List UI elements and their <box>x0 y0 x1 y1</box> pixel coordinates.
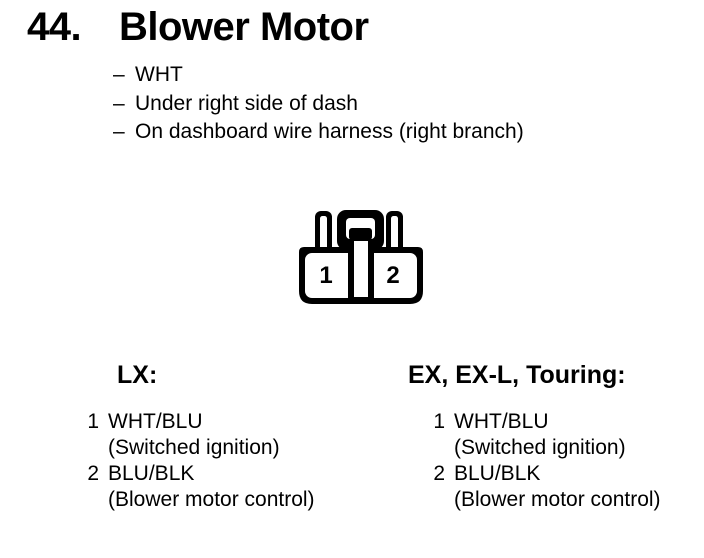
connector-diagram: 1 2 <box>299 210 423 304</box>
wire-color: WHT/BLU <box>108 410 203 433</box>
page-title: Blower Motor <box>119 5 369 49</box>
pin-row: 1 WHT/BLU (Switched ignition) <box>84 409 315 461</box>
pin-text: WHT/BLU (Switched ignition) <box>108 409 280 461</box>
pin-text: BLU/BLK (Blower motor control) <box>108 461 315 513</box>
wire-function: (Blower motor control) <box>454 488 661 511</box>
wire-color: BLU/BLK <box>108 462 195 485</box>
note-text: Under right side of dash <box>135 91 358 115</box>
pin-number: 2 <box>433 462 445 485</box>
trim-heading-ex: EX, EX-L, Touring: <box>408 361 626 389</box>
pin-1-tab <box>315 211 332 253</box>
pin-text: BLU/BLK (Blower motor control) <box>454 461 661 513</box>
note-text: On dashboard wire harness (right branch) <box>135 120 524 143</box>
wire-color: BLU/BLK <box>454 462 541 485</box>
location-notes: – WHT – Under right side of dash – On da… <box>113 61 524 147</box>
wire-function: (Switched ignition) <box>454 436 626 459</box>
trim-column-ex: 1 WHT/BLU (Switched ignition) 2 BLU/BLK … <box>430 409 661 513</box>
pin-number: 2 <box>87 462 99 485</box>
trim-column-lx: 1 WHT/BLU (Switched ignition) 2 BLU/BLK … <box>84 409 315 513</box>
pin-2-tab <box>386 211 403 253</box>
wire-color: WHT/BLU <box>454 410 549 433</box>
pin-row: 1 WHT/BLU (Switched ignition) <box>430 409 661 461</box>
dash-bullet: – <box>113 63 125 86</box>
trim-heading-lx: LX: <box>117 361 158 389</box>
wire-function: (Switched ignition) <box>108 436 280 459</box>
pin-1-label: 1 <box>319 262 332 289</box>
pin-row: 2 BLU/BLK (Blower motor control) <box>430 461 661 513</box>
pin-row: 2 BLU/BLK (Blower motor control) <box>84 461 315 513</box>
connector-divider <box>348 239 374 301</box>
dash-bullet: – <box>113 91 125 115</box>
note-line: – WHT <box>113 61 524 90</box>
wire-function: (Blower motor control) <box>108 488 315 511</box>
section-number: 44. <box>27 5 82 49</box>
dash-bullet: – <box>113 120 125 143</box>
pin-text: WHT/BLU (Switched ignition) <box>454 409 626 461</box>
note-line: – Under right side of dash <box>113 90 524 119</box>
note-line: – On dashboard wire harness (right branc… <box>113 118 524 147</box>
pin-number: 1 <box>87 410 99 433</box>
note-text: WHT <box>135 63 183 86</box>
pin-2-label: 2 <box>386 262 399 289</box>
pin-number: 1 <box>433 410 445 433</box>
